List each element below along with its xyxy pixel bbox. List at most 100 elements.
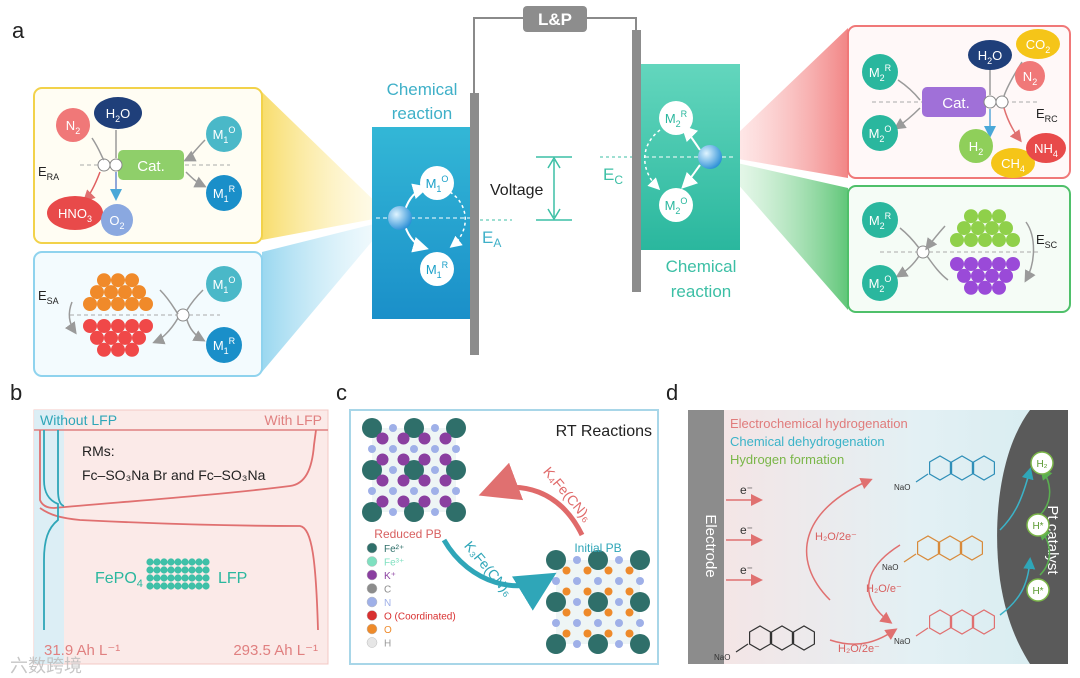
orange-particle	[111, 297, 125, 311]
crystal-ion	[625, 629, 634, 638]
green-particle	[964, 233, 978, 247]
ra-hno3-label: HNO3	[58, 206, 92, 224]
crystal-ion	[439, 495, 452, 508]
crystal-atom	[615, 577, 623, 585]
red-particle	[118, 330, 132, 345]
crystal-ion	[625, 587, 634, 596]
lfp-particle	[174, 582, 182, 590]
ra-o2-bubble	[101, 204, 133, 236]
red-particle	[111, 342, 125, 357]
red-particle	[97, 342, 111, 357]
c-legend-swatch	[366, 556, 378, 567]
lfp-particle	[153, 582, 161, 590]
green-particle	[992, 233, 1006, 247]
rms-title: RMs:	[82, 443, 115, 459]
ra-arrow-n2	[91, 137, 105, 161]
molecule-bond	[735, 643, 749, 653]
orange-particle-cluster	[83, 273, 153, 311]
ra-m1r-label: M1R	[213, 184, 236, 204]
d-legend-label: Hydrogen formation	[730, 452, 844, 467]
green-particle	[999, 221, 1013, 236]
panel-label-c: c	[336, 380, 347, 405]
capacity-right: 293.5 Ah L⁻¹	[233, 642, 318, 659]
crystal-ion	[625, 566, 634, 575]
voltage-arrow-down	[547, 208, 561, 221]
crystal-atom	[431, 508, 439, 516]
crystal-ion	[397, 474, 410, 487]
crystal-atom	[362, 418, 382, 438]
e-minus-1: e⁻	[740, 483, 753, 497]
crystal-atom	[594, 577, 602, 585]
crystal-atom	[636, 619, 644, 627]
lfp-particle	[181, 558, 189, 566]
molecule-bond	[915, 627, 929, 637]
initial-pb-label: Initial PB	[574, 541, 621, 555]
c-legend-label: O	[384, 625, 392, 636]
lfp-particle	[160, 574, 168, 582]
purple-particle	[992, 257, 1006, 271]
rms-line: Fc–SO₃Na Br and Fc–SO₃Na	[82, 467, 266, 483]
ra-node-1	[97, 158, 111, 172]
molecule-bond	[903, 553, 917, 563]
lp-label: L&P	[538, 10, 572, 29]
ra-hno3-bubble	[47, 196, 103, 230]
crystal-atom	[368, 487, 376, 495]
sc-m2o-label: M2O	[869, 274, 892, 294]
right-electron-ball	[698, 145, 722, 169]
without-lfp-curve-2	[57, 430, 65, 507]
cat-label-ra: Cat.	[137, 158, 165, 175]
left-electrode-region	[372, 127, 472, 319]
left-m1r-label: M1R	[426, 260, 449, 280]
reduced-pb-crystal	[362, 418, 466, 522]
green-particle	[964, 209, 978, 224]
orange-particle	[97, 273, 111, 288]
crystal-ion	[418, 495, 431, 508]
lfp-particle	[160, 558, 168, 566]
c-legend-label: H	[384, 639, 391, 650]
panel-label-b: b	[10, 380, 22, 405]
crystal-atom	[446, 418, 466, 438]
ra-n2-bubble	[56, 108, 90, 142]
ra-o2-label: O2	[109, 213, 124, 231]
h-star-label-2: H*	[1032, 586, 1043, 597]
sa-arrow-left	[64, 301, 77, 335]
crystal-ion	[439, 432, 452, 445]
crystal-ion	[376, 474, 389, 487]
e-ra-label: ERA	[38, 164, 59, 182]
crystal-ion	[604, 566, 613, 575]
crystal-atom	[389, 466, 397, 474]
green-particle	[1006, 233, 1020, 247]
orange-particle	[104, 285, 118, 300]
rc-h2o-label: H2O	[978, 48, 1003, 66]
molecule-nao-label: NaO	[894, 483, 910, 492]
ra-n2-label: N2	[66, 118, 80, 136]
sc-m2r-label: M2R	[869, 211, 892, 231]
c-legend-swatch	[366, 569, 378, 581]
fepo4-label: FePO4	[95, 570, 143, 590]
c-legend-label: Fe²⁺	[384, 544, 404, 555]
crystal-ion	[562, 608, 571, 617]
right-arrow-cycle	[644, 129, 661, 191]
crystal-ion	[562, 566, 571, 575]
crystal-ion	[604, 608, 613, 617]
crystal-ion	[418, 432, 431, 445]
panel-label-d: d	[666, 380, 678, 405]
ra-arrow-m1r	[185, 171, 207, 188]
lfp-particle	[202, 558, 210, 566]
sa-m1o-label: M1O	[213, 275, 236, 295]
rc-arrow-m2o	[893, 107, 921, 130]
crystal-ion	[583, 566, 592, 575]
c-legend-swatch	[366, 583, 378, 594]
crystal-atom	[410, 445, 418, 453]
crystal-atom	[573, 640, 581, 648]
lfp-particle	[195, 566, 203, 574]
lfp-particle	[188, 574, 196, 582]
crystal-atom	[431, 424, 439, 432]
lfp-particle	[195, 582, 203, 590]
c-legend-label: C	[384, 585, 391, 596]
right-m2r-circle	[659, 101, 693, 135]
crystal-atom	[389, 508, 397, 516]
lfp-particle	[188, 566, 196, 574]
crystal-atom	[446, 460, 466, 480]
fan-yellow	[262, 92, 390, 240]
